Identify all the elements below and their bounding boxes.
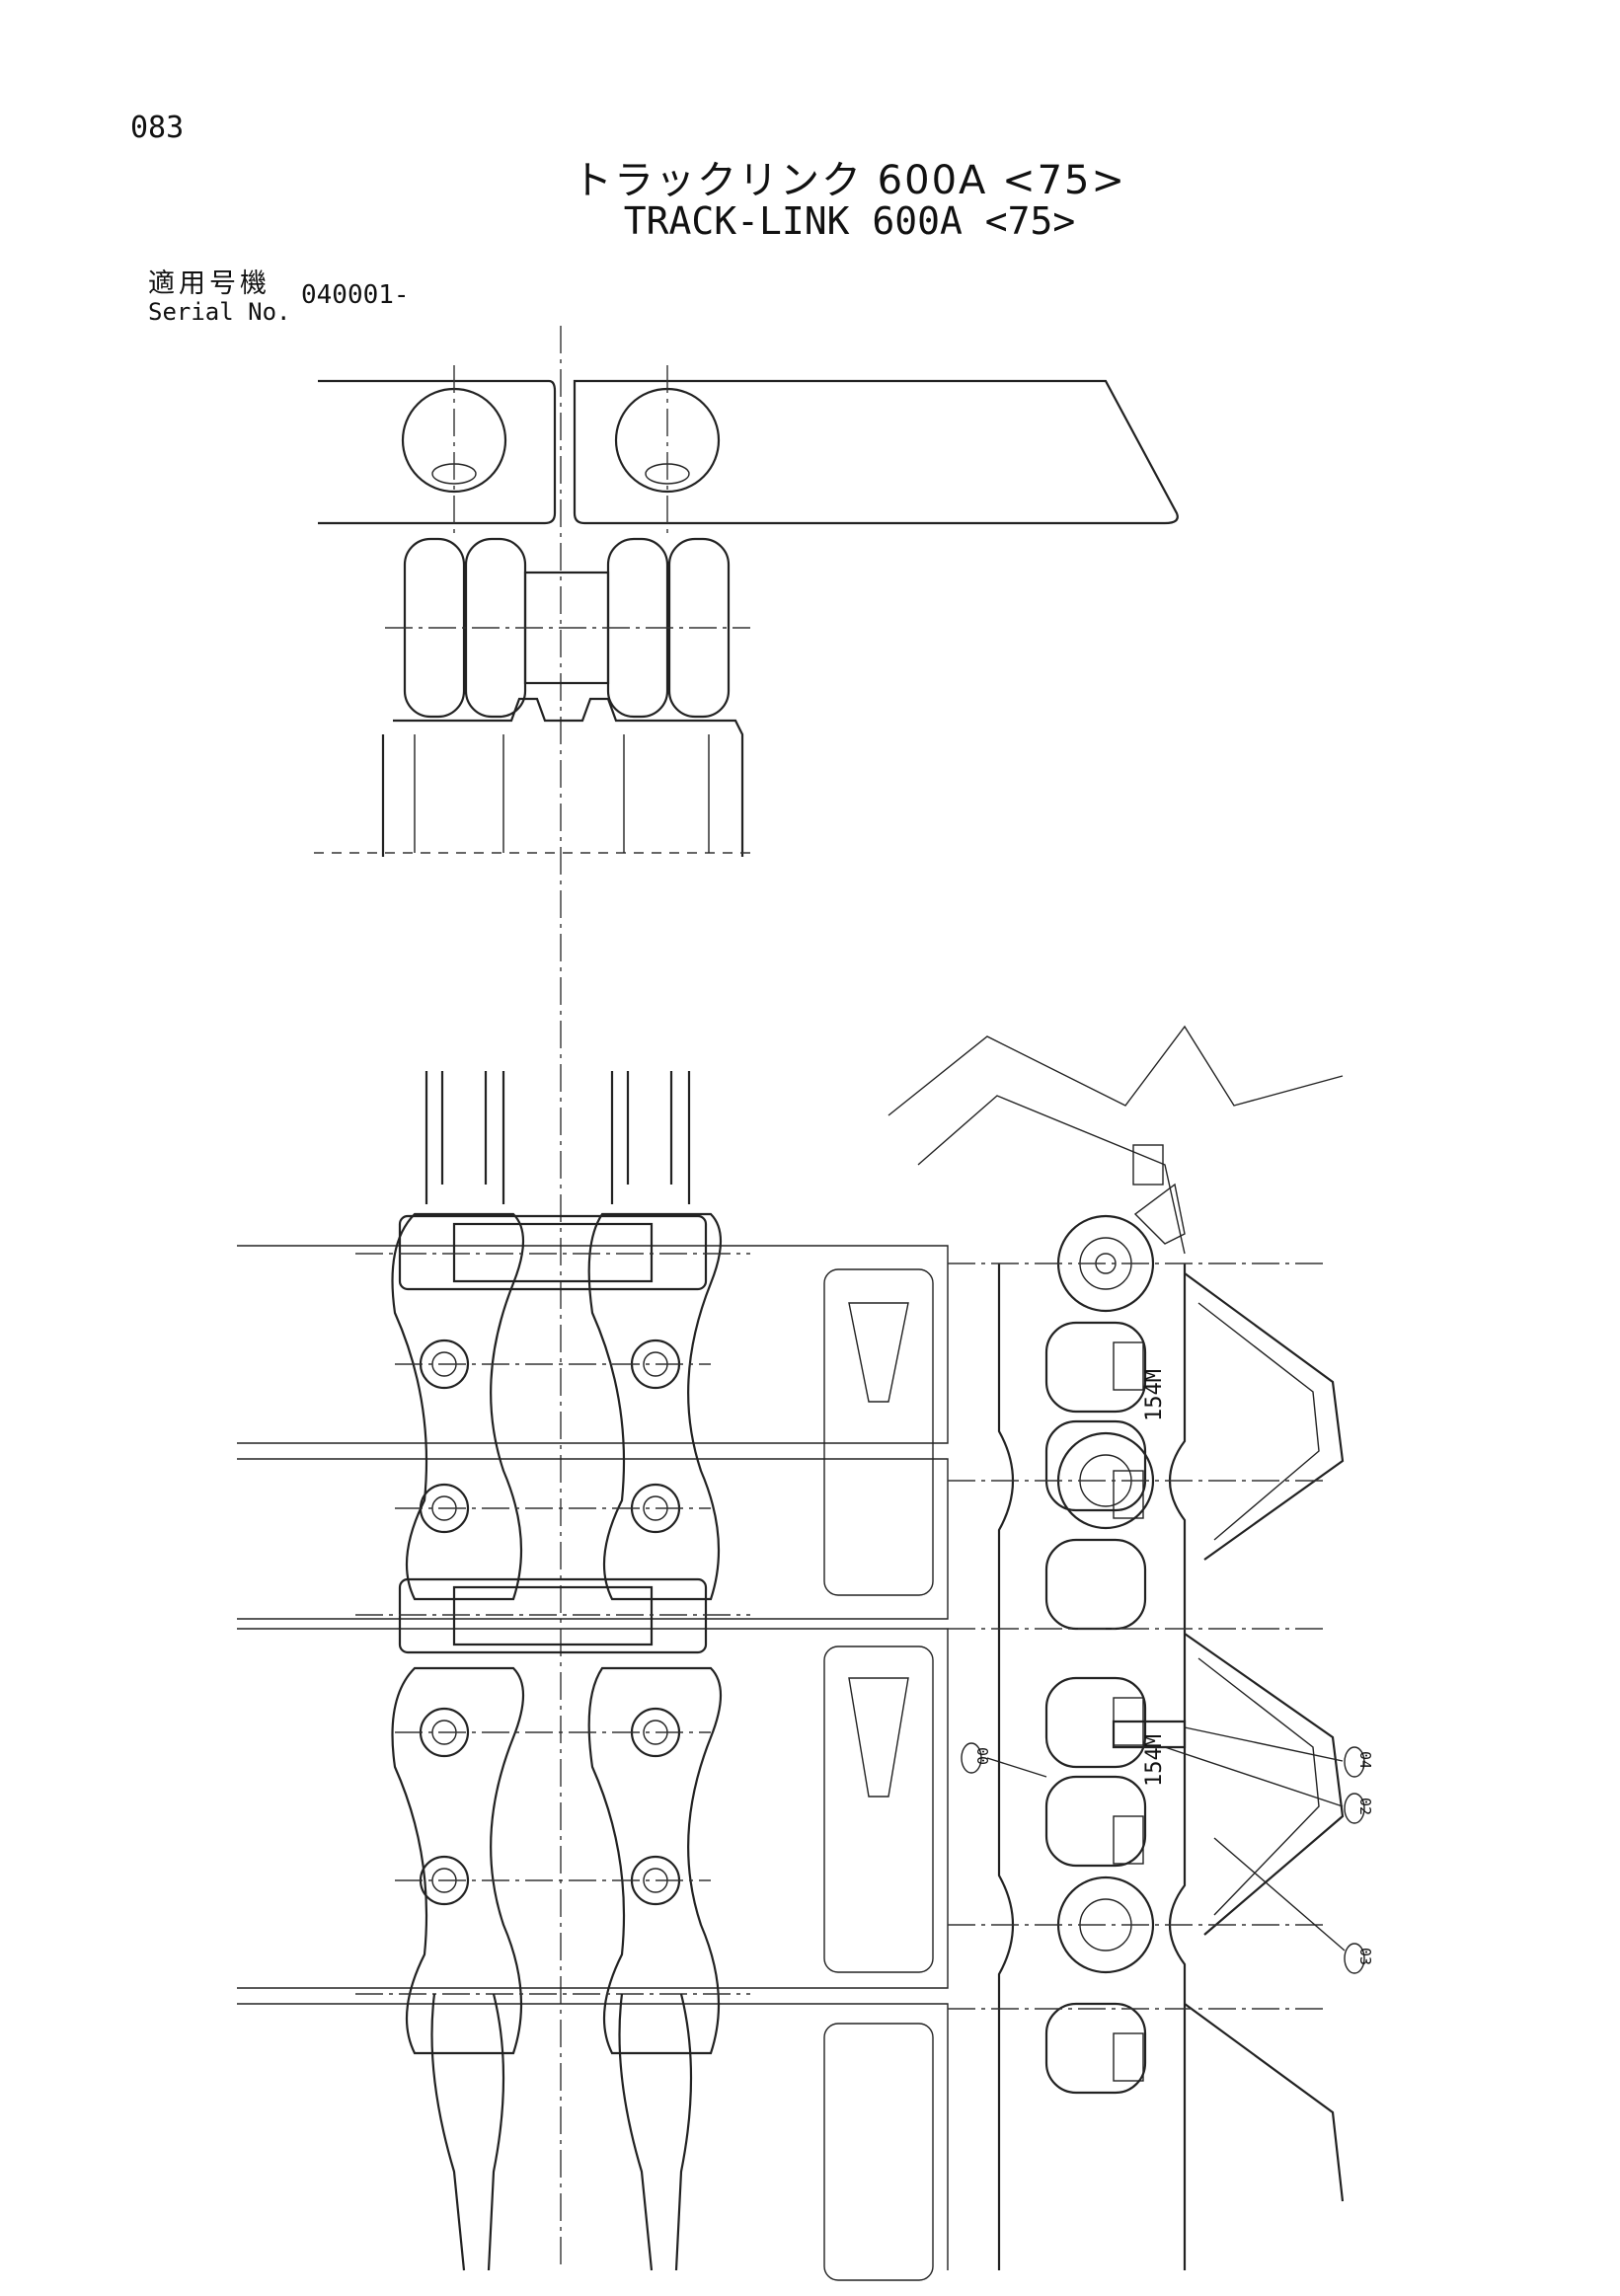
side-view-links <box>887 1025 1345 2270</box>
plan-view-links <box>237 1071 949 2281</box>
callout-00: 00 <box>961 1742 991 1774</box>
page-number: 083 <box>130 111 185 145</box>
callout-04: 04 <box>1344 1746 1374 1778</box>
top-section-view <box>314 326 1179 2270</box>
callout-label-04: 04 <box>1356 1751 1374 1769</box>
link-marking-upper: 154M <box>1142 1369 1167 1421</box>
serial-label-japanese: 適用号機 <box>148 268 270 299</box>
callout-label-02: 02 <box>1356 1798 1374 1815</box>
title-english: TRACK-LINK 600A <75> <box>623 199 1076 243</box>
callout-03: 03 <box>1344 1943 1374 1974</box>
callout-02: 02 <box>1344 1793 1374 1824</box>
callout-label-00: 00 <box>973 1747 991 1765</box>
serial-label-english: Serial No. <box>148 298 291 326</box>
serial-number-value: 040001- <box>301 280 410 310</box>
link-marking-lower: 154M <box>1142 1734 1167 1787</box>
callout-label-03: 03 <box>1356 1948 1374 1965</box>
callout-leaders <box>986 1726 1346 1952</box>
link-marking-group: 154M 154M <box>1142 1369 1167 1787</box>
title-japanese: トラックリンク 600A <75> <box>572 158 1127 203</box>
